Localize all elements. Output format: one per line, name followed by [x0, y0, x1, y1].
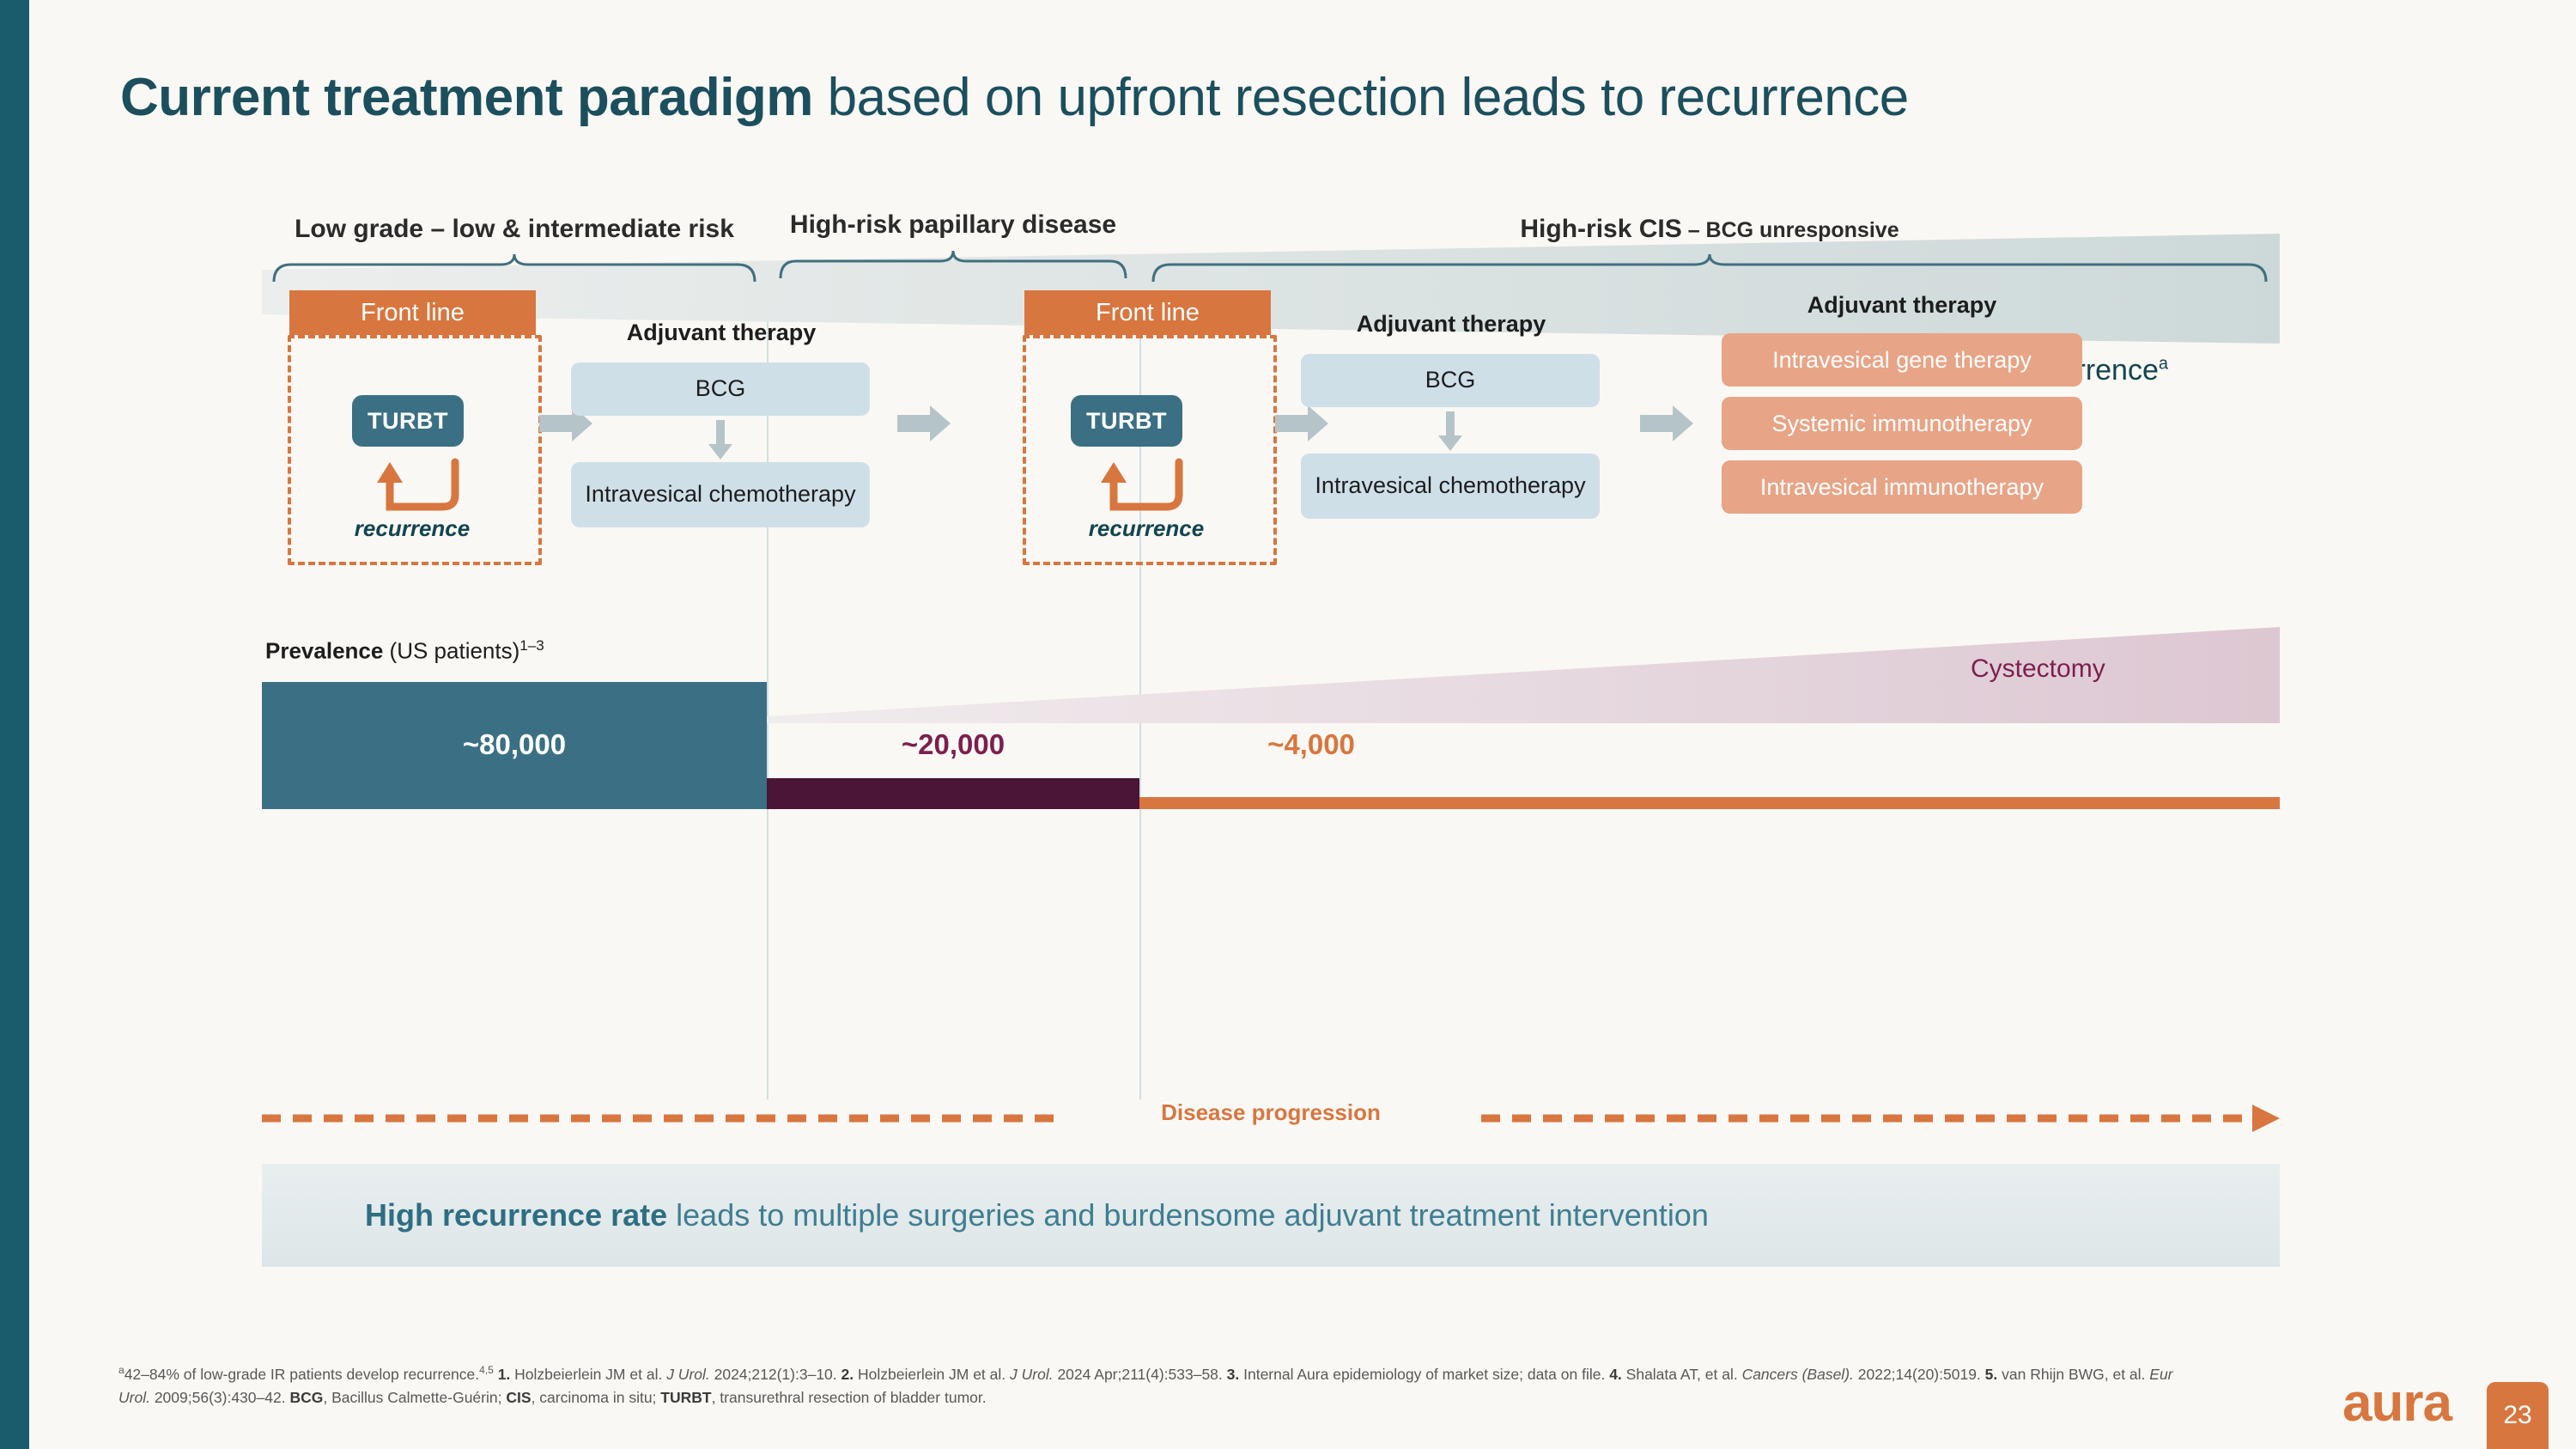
brace-col1: [270, 253, 758, 282]
recurrence-caption-col1: recurrence: [354, 515, 471, 541]
column-header-2: High-risk papillary disease: [767, 210, 1139, 240]
front-line-banner-col1: Front line: [289, 290, 536, 335]
prevalence-label-superscript: 1–3: [519, 637, 544, 654]
page-title: Current treatment paradigm based on upfr…: [120, 67, 2370, 129]
brace-col2: [777, 249, 1129, 278]
column-header-3-sub: – BCG unresponsive: [1681, 218, 1899, 242]
recurrence-curve-arrow-col1: [362, 455, 483, 515]
flow-arrow-col2-to-col3: [1640, 405, 1693, 441]
summary-banner-bold: High recurrence rate: [365, 1197, 668, 1233]
column-header-1: Low grade – low & intermediate risk: [262, 215, 767, 244]
prevalence-label-bold: Prevalence: [265, 637, 384, 664]
left-accent-rail: [0, 0, 29, 1449]
prevalence-value-col1: ~80,000: [462, 728, 567, 760]
footnotes: a42–84% of low-grade IR patients develop…: [118, 1362, 2196, 1409]
page-title-rest: based on upfront resection leads to recu…: [812, 68, 1910, 127]
recurrence-superscript: a: [2158, 354, 2168, 374]
cystectomy-label: Cystectomy: [1971, 654, 2105, 683]
cystectomy-band: [653, 627, 2280, 723]
turbt-node-col2[interactable]: TURBT: [1071, 395, 1182, 447]
treatment-paradigm-diagram: Recurrencea Front line TURBT recurrence …: [262, 210, 2280, 1108]
recurrence-loop-box-col1: [288, 335, 542, 565]
summary-banner: High recurrence rate leads to multiple s…: [262, 1164, 2280, 1267]
flow-arrow-col1-to-col2: [897, 405, 951, 441]
therapy-box-col3-gene[interactable]: Intravesical gene therapy: [1722, 333, 2082, 387]
therapy-box-col2-bcg[interactable]: BCG: [1301, 354, 1600, 407]
adjuvant-therapy-header-col3: Adjuvant therapy: [1807, 292, 1997, 318]
column-header-1-main: Low grade – low & intermediate risk: [295, 215, 734, 243]
therapy-box-col3-intravesical[interactable]: Intravesical immunotherapy: [1722, 460, 2082, 514]
prevalence-label-rest: (US patients): [383, 637, 520, 664]
prevalence-bar-col2: [767, 778, 1139, 809]
summary-banner-rest: leads to multiple surgeries and burdenso…: [667, 1197, 1709, 1233]
adjuvant-therapy-header-col1: Adjuvant therapy: [626, 320, 817, 345]
footnote-a-refs: 4,5: [479, 1364, 494, 1376]
prevalence-label: Prevalence (US patients)1–3: [265, 637, 544, 665]
recurrence-curve-arrow-col2: [1086, 455, 1206, 515]
footnote-a: a42–84% of low-grade IR patients develop…: [118, 1364, 494, 1383]
turbt-node-col1[interactable]: TURBT: [352, 395, 464, 447]
therapy-box-col3-systemic[interactable]: Systemic immunotherapy: [1722, 397, 2082, 450]
page-number-badge: 23: [2487, 1382, 2549, 1449]
aura-logo: aura: [2342, 1373, 2452, 1433]
footnote-abbreviations: BCG, Bacillus Calmette-Guérin; CIS, carc…: [289, 1388, 987, 1406]
disease-progression-arrow: Disease progression: [262, 1099, 2280, 1135]
summary-banner-text: High recurrence rate leads to multiple s…: [262, 1197, 1709, 1233]
column-header-3: High-risk CIS – BCG unresponsive: [1139, 215, 2280, 244]
prevalence-value-col2: ~20,000: [901, 728, 1005, 760]
front-line-banner-col2: Front line: [1024, 290, 1271, 335]
footnote-a-text: 42–84% of low-grade IR patients develop …: [124, 1365, 480, 1383]
prevalence-bar-col3: [1139, 797, 2280, 809]
brace-col3: [1150, 253, 2269, 282]
adjuvant-therapy-header-col2: Adjuvant therapy: [1356, 311, 1546, 337]
therapy-box-col1-chemo[interactable]: Intravesical chemotherapy: [571, 462, 870, 527]
down-arrow-col1: [708, 420, 732, 460]
recurrence-band: [262, 234, 2280, 358]
footnote-marker-a: a: [118, 1364, 125, 1376]
page-title-bold: Current treatment paradigm: [120, 68, 813, 127]
column-header-2-main: High-risk papillary disease: [789, 210, 1117, 239]
footnote-references: 1. Holzbeierlein JM et al. J Urol. 2024;…: [118, 1365, 2173, 1406]
recurrence-caption-col2: recurrence: [1088, 515, 1205, 541]
prevalence-value-col3: ~4,000: [1267, 728, 1355, 760]
flow-arrow-col2: [1275, 405, 1328, 441]
column-divider-1: [767, 301, 769, 1099]
column-header-3-main: High-risk CIS: [1520, 215, 1682, 243]
therapy-box-col1-bcg[interactable]: BCG: [571, 362, 870, 416]
recurrence-loop-box-col2: [1023, 335, 1277, 565]
prevalence-bar-col1: [262, 682, 767, 809]
therapy-box-col2-chemo[interactable]: Intravesical chemotherapy: [1301, 454, 1600, 519]
disease-progression-label: Disease progression: [1161, 1099, 1381, 1125]
down-arrow-col2: [1438, 411, 1462, 451]
